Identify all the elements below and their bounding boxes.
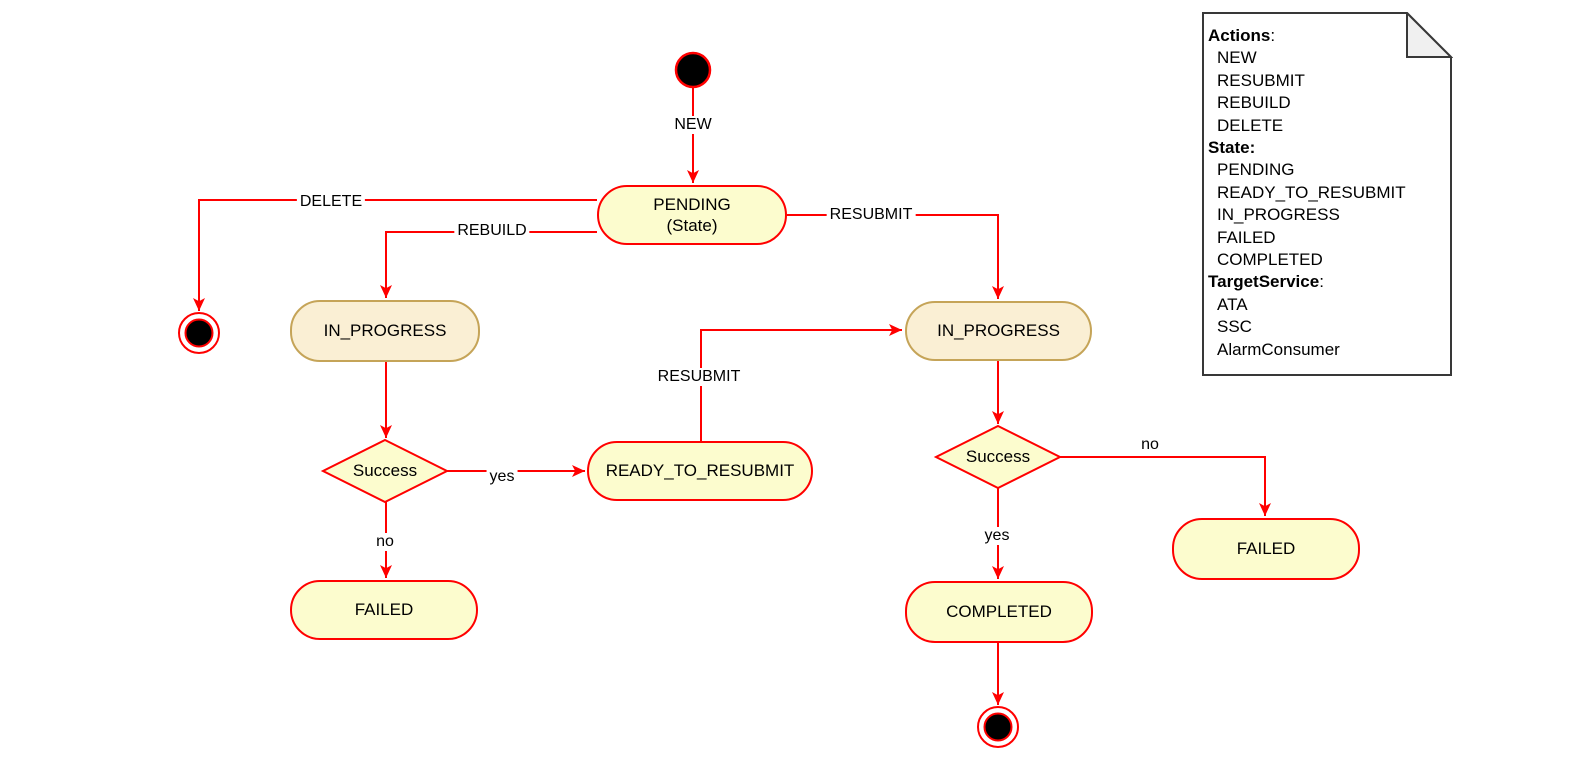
- edge-resubmit-up: [700, 324, 902, 441]
- state-completed: COMPLETED: [905, 581, 1093, 643]
- state-in-progress-left: IN_PROGRESS: [290, 300, 480, 362]
- state-pending-label: PENDING: [653, 194, 731, 214]
- note-item: RESUBMIT: [1217, 70, 1305, 90]
- legend-note: Actions: NEW RESUBMIT REBUILD DELETE Sta…: [1202, 12, 1453, 377]
- note-item: AlarmConsumer: [1217, 339, 1340, 359]
- edge-delete: [193, 199, 597, 311]
- decision-success-left: [320, 438, 450, 504]
- note-item: READY_TO_RESUBMIT: [1217, 182, 1406, 202]
- edge-no-right: [1060, 456, 1271, 516]
- state-in-progress-left-label: IN_PROGRESS: [323, 321, 447, 341]
- state-failed-left: FAILED: [290, 580, 478, 640]
- edge-label-rebuild: REBUILD: [454, 222, 530, 240]
- note-item: IN_PROGRESS: [1217, 205, 1340, 225]
- state-pending: PENDING (State): [597, 185, 787, 245]
- edge-label-delete: DELETE: [296, 193, 366, 211]
- state-ready-to-resubmit-label: READY_TO_RESUBMIT: [605, 461, 795, 481]
- note-item: REBUILD: [1217, 93, 1291, 113]
- decision-success-right-label: Success: [965, 447, 1031, 466]
- edge-label-resubmit-up: RESUBMIT: [654, 368, 744, 386]
- edge-label-new: NEW: [671, 116, 715, 134]
- note-item: FAILED: [1217, 227, 1276, 247]
- edge-resubmit-right: [787, 214, 1004, 299]
- state-failed-right: FAILED: [1172, 518, 1360, 580]
- state-completed-label: COMPLETED: [946, 602, 1052, 622]
- edge-label-no-left: no: [373, 533, 397, 551]
- note-item: ATA: [1217, 294, 1248, 314]
- note-item: PENDING: [1217, 160, 1295, 180]
- state-pending-sublabel: (State): [666, 216, 718, 235]
- note-item: SSC: [1217, 317, 1252, 337]
- note-text: Actions: NEW RESUBMIT REBUILD DELETE Sta…: [1202, 12, 1453, 377]
- edge-label-no-right: no: [1138, 436, 1162, 454]
- state-in-progress-right: IN_PROGRESS: [905, 301, 1092, 361]
- note-item: COMPLETED: [1217, 250, 1323, 270]
- start-node-icon: [674, 51, 712, 89]
- note-shape: [1202, 12, 1453, 376]
- end-node-left-icon: [178, 312, 220, 354]
- end-node-right-icon: [977, 706, 1019, 748]
- edge-label-resubmit-right: RESUBMIT: [826, 206, 916, 224]
- note-section-title: TargetService:: [1208, 272, 1324, 292]
- note-fold-icon: [1406, 12, 1453, 58]
- state-in-progress-right-label: IN_PROGRESS: [937, 321, 1060, 341]
- note-item: DELETE: [1217, 115, 1284, 135]
- note-section-title: Actions:: [1208, 26, 1276, 45]
- edge-rebuild: [380, 231, 597, 298]
- edge-label-yes-right: yes: [981, 527, 1013, 545]
- decision-success-left-label: Success: [352, 461, 418, 480]
- state-failed-right-label: FAILED: [1236, 539, 1296, 559]
- edge-label-yes-left: yes: [486, 468, 518, 486]
- decision-success-right: [933, 424, 1063, 490]
- note-section-title: State:: [1208, 138, 1256, 158]
- note-item: NEW: [1217, 48, 1257, 68]
- state-ready-to-resubmit: READY_TO_RESUBMIT: [587, 441, 813, 501]
- state-failed-left-label: FAILED: [354, 600, 414, 620]
